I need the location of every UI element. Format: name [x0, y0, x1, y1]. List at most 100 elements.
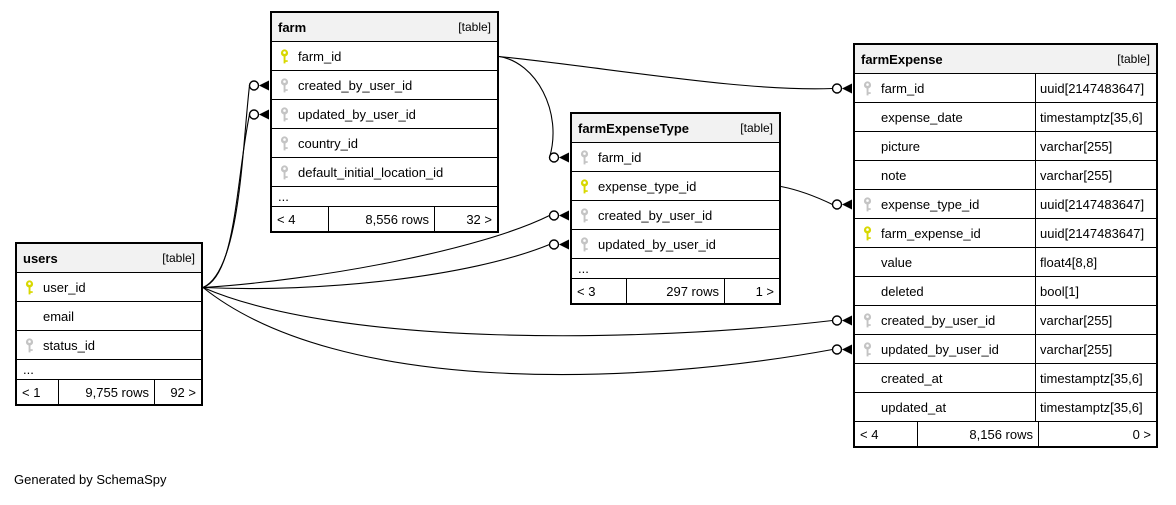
column-type: timestamptz[35,6] — [1035, 393, 1156, 421]
foreign-key-icon — [25, 337, 34, 352]
column-type: uuid[2147483647] — [1035, 219, 1156, 247]
fk-endpoint-arrow-icon — [559, 210, 569, 221]
table-name[interactable]: farmExpenseType — [578, 120, 690, 136]
column-type: float4[8,8] — [1035, 248, 1156, 276]
column-type: bool[1] — [1035, 277, 1156, 305]
column-row-expense_type_id: expense_type_id — [572, 172, 779, 201]
key-icon-slot — [579, 207, 598, 223]
column-name-cell: expense_date — [855, 103, 1035, 131]
column-name: expense_type_id — [881, 196, 980, 212]
column-name: default_initial_location_id — [298, 164, 444, 180]
column-name: updated_by_user_id — [298, 106, 416, 122]
column-name-cell: default_initial_location_id — [272, 158, 497, 186]
column-name: ... — [23, 362, 34, 377]
fk-endpoint-arrow-icon — [842, 344, 852, 355]
column-name-cell: expense_type_id — [572, 172, 779, 200]
foreign-key-icon — [580, 236, 589, 251]
fk-endpoint-circle-icon — [548, 210, 560, 221]
foreign-key-icon — [280, 135, 289, 150]
footer-related-right: 32 > — [466, 211, 492, 227]
footer-row-count: 9,755 rows — [59, 380, 155, 404]
key-icon-slot — [862, 312, 881, 328]
column-name: status_id — [43, 337, 96, 353]
table-name[interactable]: farmExpense — [861, 51, 943, 67]
column-name-cell: updated_by_user_id — [572, 230, 779, 258]
fk-endpoint-arrow-icon — [842, 199, 852, 210]
column-name-cell: email — [17, 302, 201, 330]
relationship-edge — [202, 114, 251, 289]
relationship-edge — [202, 243, 550, 290]
fk-endpoint-arrow-icon — [259, 80, 269, 91]
column-name: value — [881, 254, 913, 270]
column-name-cell: ... — [572, 259, 779, 278]
relationship-edge — [202, 85, 251, 289]
foreign-key-icon — [863, 312, 872, 327]
column-row-farm_id: farm_id — [272, 42, 497, 71]
footer-related-right: 92 > — [170, 384, 196, 400]
foreign-key-icon — [580, 149, 589, 164]
footer-related-left: < 1 — [17, 380, 59, 404]
column-name-cell: picture — [855, 132, 1035, 160]
table-badge: [table] — [162, 251, 195, 265]
fk-endpoint-circle-icon — [548, 152, 560, 163]
footer-related-left: < 4 — [272, 207, 329, 231]
fk-endpoint-arrow-icon — [559, 239, 569, 250]
column-name-cell: created_at — [855, 364, 1035, 392]
column-row-farm_id: farm_id — [572, 143, 779, 172]
fk-endpoint-circle-icon — [548, 239, 560, 250]
primary-key-icon — [580, 178, 589, 193]
column-row-email: email — [17, 302, 201, 331]
column-name-cell: user_id — [17, 273, 201, 301]
table-name[interactable]: users — [23, 250, 58, 266]
column-row-more: ... — [572, 259, 779, 279]
column-row-deleted: deleted bool[1] — [855, 277, 1156, 306]
relationship-edge — [202, 287, 833, 376]
column-name-cell: ... — [272, 187, 497, 206]
column-name: created_by_user_id — [298, 77, 413, 93]
column-row-created_by_user_id: created_by_user_id — [572, 201, 779, 230]
column-name: ... — [278, 189, 289, 204]
column-name: ... — [578, 261, 589, 276]
column-name: created_by_user_id — [881, 312, 996, 328]
column-name: farm_expense_id — [881, 225, 981, 241]
table-badge: [table] — [740, 121, 773, 135]
column-name: user_id — [43, 279, 86, 295]
column-name: email — [43, 308, 75, 324]
footer-row-count: 297 rows — [627, 279, 725, 303]
column-type: uuid[2147483647] — [1035, 74, 1156, 102]
table-badge: [table] — [458, 20, 491, 34]
column-row-user_id: user_id — [17, 273, 201, 302]
footer-row-count: 8,156 rows — [918, 422, 1039, 446]
fk-endpoint-circle-icon — [248, 80, 260, 91]
footer-row-count: 8,556 rows — [329, 207, 435, 231]
column-name: deleted — [881, 283, 924, 299]
column-name: farm_id — [298, 48, 342, 64]
column-row-more: ... — [272, 187, 497, 207]
primary-key-icon — [25, 279, 34, 294]
primary-key-icon — [863, 225, 872, 240]
table-name[interactable]: farm — [278, 19, 307, 35]
table-farmexpensetype[interactable]: farmExpenseType [table] farm_id expense_typ… — [570, 112, 781, 305]
column-name-cell: farm_id — [855, 74, 1035, 102]
key-icon-slot — [279, 48, 298, 64]
relationship-edge — [498, 55, 833, 90]
column-row-status_id: status_id — [17, 331, 201, 360]
key-icon-slot — [279, 106, 298, 122]
column-type: varchar[255] — [1035, 335, 1156, 363]
footer-related-right: 1 > — [755, 283, 774, 299]
column-name: expense_type_id — [598, 178, 697, 194]
key-icon-slot — [862, 196, 881, 212]
key-icon-slot — [579, 149, 598, 165]
schemaspy-credit: Generated by SchemaSpy — [14, 472, 167, 487]
